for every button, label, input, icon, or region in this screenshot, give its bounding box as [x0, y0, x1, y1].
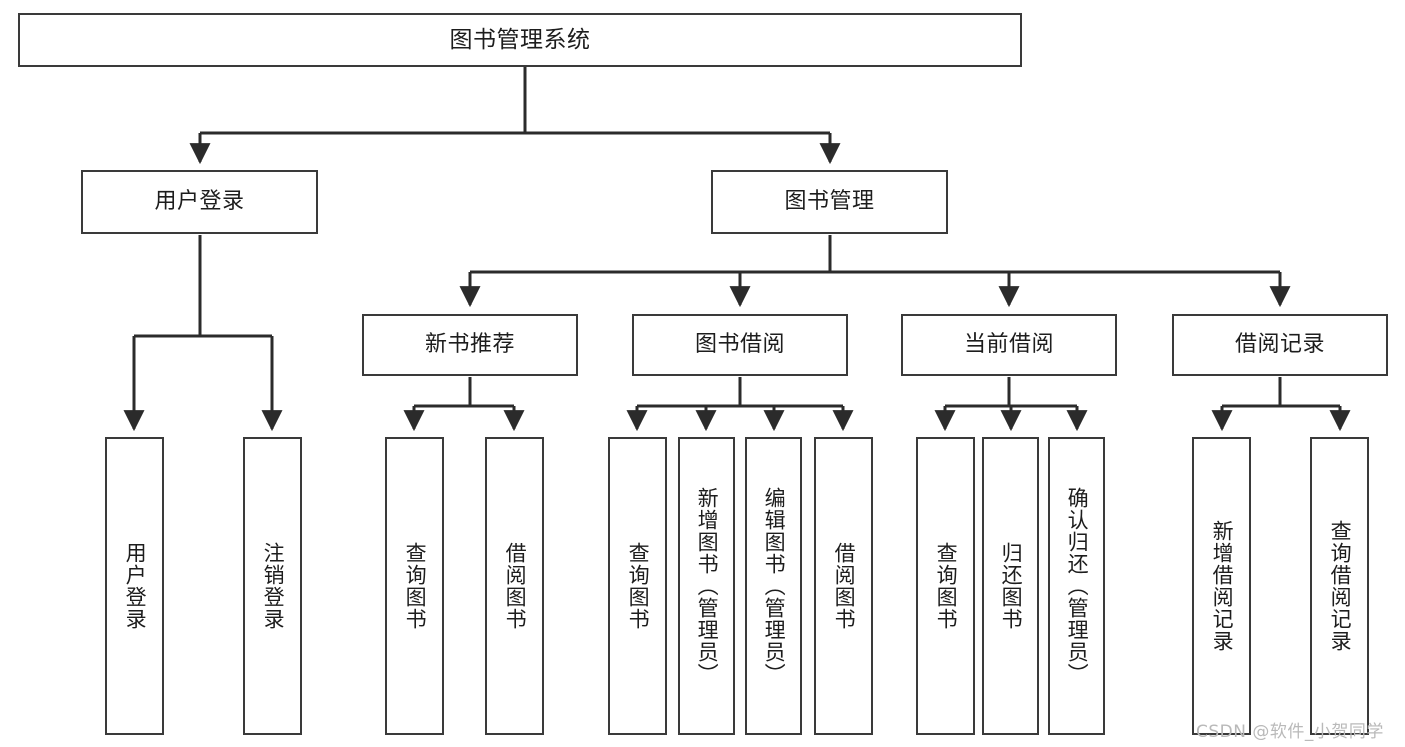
node-leaf-query-book-2[interactable]: 查询图书 — [608, 437, 667, 735]
node-current-borrow-label: 当前借阅 — [963, 331, 1054, 357]
node-leaf-user-login-label: 用户登录 — [123, 542, 148, 630]
node-leaf-borrow-book-1-label: 借阅图书 — [503, 542, 528, 630]
node-new-book-recommend[interactable]: 新书推荐 — [362, 314, 578, 376]
node-leaf-query-record-label: 查询借阅记录 — [1328, 520, 1353, 652]
node-leaf-borrow-book-1[interactable]: 借阅图书 — [485, 437, 544, 735]
node-book-borrow[interactable]: 图书借阅 — [632, 314, 848, 376]
node-user-login[interactable]: 用户登录 — [81, 170, 318, 234]
node-book-management-label: 图书管理 — [784, 188, 875, 214]
node-leaf-return-book[interactable]: 归还图书 — [982, 437, 1039, 735]
node-leaf-confirm-return-label: 确认归还（管理员） — [1065, 487, 1090, 685]
node-leaf-edit-book-label: 编辑图书（管理员） — [762, 487, 787, 685]
node-book-borrow-label: 图书借阅 — [694, 331, 785, 357]
node-leaf-user-logout[interactable]: 注销登录 — [243, 437, 302, 735]
node-book-management[interactable]: 图书管理 — [711, 170, 948, 234]
node-leaf-query-book-3[interactable]: 查询图书 — [916, 437, 975, 735]
node-leaf-borrow-book-2-label: 借阅图书 — [832, 542, 857, 630]
node-leaf-query-record[interactable]: 查询借阅记录 — [1310, 437, 1369, 735]
node-leaf-add-book-label: 新增图书（管理员） — [695, 487, 720, 685]
node-borrow-record-label: 借阅记录 — [1234, 331, 1325, 357]
node-current-borrow[interactable]: 当前借阅 — [901, 314, 1117, 376]
node-leaf-add-book[interactable]: 新增图书（管理员） — [678, 437, 735, 735]
node-leaf-query-book-1-label: 查询图书 — [403, 542, 428, 630]
node-new-book-recommend-label: 新书推荐 — [424, 331, 515, 357]
node-leaf-query-book-2-label: 查询图书 — [626, 542, 651, 630]
node-leaf-borrow-book-2[interactable]: 借阅图书 — [814, 437, 873, 735]
watermark: CSDN @软件_小贺同学 — [1196, 722, 1384, 742]
node-root-label: 图书管理系统 — [449, 26, 591, 53]
node-leaf-user-login[interactable]: 用户登录 — [105, 437, 164, 735]
node-root[interactable]: 图书管理系统 — [18, 13, 1022, 67]
node-leaf-add-record[interactable]: 新增借阅记录 — [1192, 437, 1251, 735]
node-leaf-query-book-3-label: 查询图书 — [934, 542, 959, 630]
node-user-login-label: 用户登录 — [154, 188, 245, 214]
node-leaf-edit-book[interactable]: 编辑图书（管理员） — [745, 437, 802, 735]
node-borrow-record[interactable]: 借阅记录 — [1172, 314, 1388, 376]
node-leaf-user-logout-label: 注销登录 — [261, 542, 286, 630]
node-leaf-add-record-label: 新增借阅记录 — [1210, 520, 1235, 652]
node-leaf-confirm-return[interactable]: 确认归还（管理员） — [1048, 437, 1105, 735]
node-leaf-return-book-label: 归还图书 — [999, 542, 1024, 630]
node-leaf-query-book-1[interactable]: 查询图书 — [385, 437, 444, 735]
